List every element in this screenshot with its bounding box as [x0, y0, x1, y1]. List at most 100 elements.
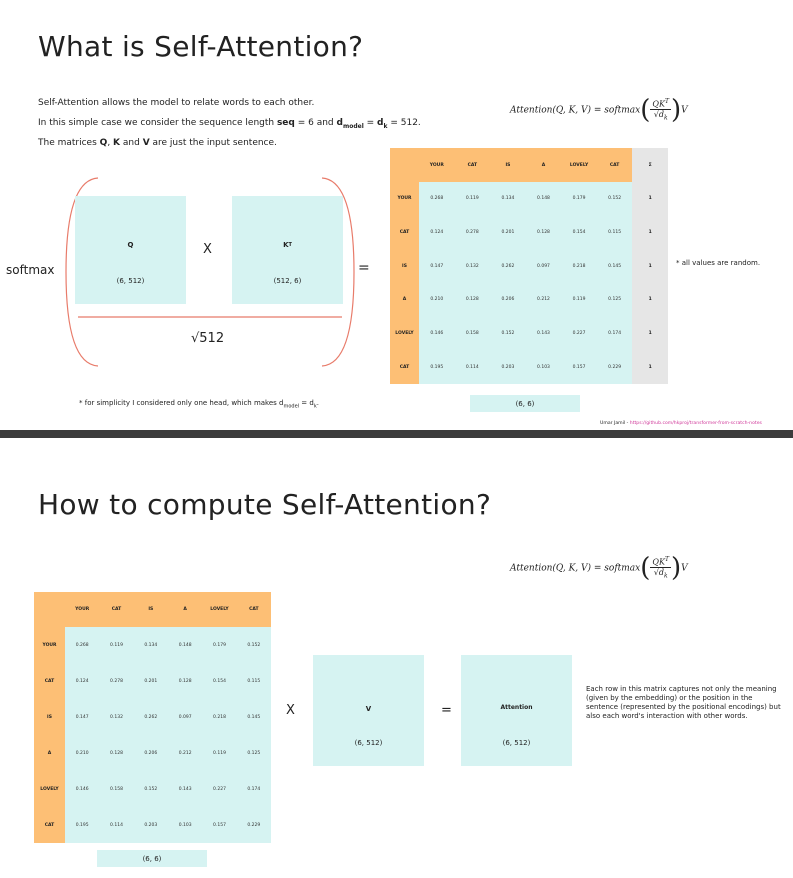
matrix2-col-header: A [168, 592, 203, 627]
formula2-num: QK [652, 558, 665, 568]
matrix2-cell: 0.114 [99, 807, 134, 843]
matrix1-row-sum: 1 [632, 249, 668, 283]
matrix2-cell: 0.154 [202, 663, 237, 699]
credit-link[interactable]: https://github.com/hkproj/transformer-fr… [629, 421, 762, 426]
matrix2-cell: 0.119 [202, 735, 237, 771]
matrix2-cell: 0.218 [202, 699, 237, 735]
matrix1-cell: 0.147 [419, 249, 455, 283]
attention-output-box [461, 655, 572, 766]
matrix1-row-sum: 1 [632, 283, 668, 317]
matrix1-cell: 0.152 [596, 182, 633, 216]
matrix2-cell: 0.124 [65, 663, 100, 699]
matrix1-cell: 0.146 [419, 316, 455, 351]
simplicity-note: * for simplicity I considered only one h… [79, 399, 319, 409]
matrix1-row-sum: 1 [632, 215, 668, 250]
credit-line: Umar Jamil - https://github.com/hkproj/t… [600, 421, 762, 426]
matrix2-col-header: YOUR [65, 592, 100, 627]
formula1-num-sup: T [664, 98, 669, 106]
matrix2-row-header: YOUR [34, 627, 65, 663]
desc2-post: = 512. [387, 118, 421, 128]
matrix1-col-header: LOVELY [561, 148, 597, 182]
matrix1-cell: 0.103 [525, 350, 562, 384]
matrix1-cell: 0.218 [561, 249, 597, 283]
matrix1-cell: 0.125 [596, 283, 633, 317]
matrix2-cell: 0.148 [168, 627, 203, 663]
matrix2-cell: 0.147 [65, 699, 100, 735]
formula1-den: √d [653, 110, 664, 120]
matrix1-cell: 0.115 [596, 215, 633, 250]
matrix1-row-header: A [390, 283, 419, 317]
matrix1-cell: 0.212 [525, 283, 562, 317]
desc3-post: are just the input sentence. [149, 138, 277, 148]
slide1-description-line1: Self-Attention allows the model to relat… [38, 98, 315, 108]
matrix1-cell: 0.128 [454, 283, 491, 317]
matrix1-cell: 0.132 [454, 249, 491, 283]
kt-matrix-dims: (512, 6) [273, 277, 302, 285]
matrix2-dims-box [97, 850, 207, 867]
desc3-q: Q [99, 138, 108, 148]
matrix1-cell: 0.203 [490, 350, 526, 384]
matrix1-cell: 0.201 [490, 215, 526, 250]
matrix1-row-header: YOUR [390, 182, 419, 216]
formula2-num-sup: T [664, 556, 669, 564]
matrix1-row-sum: 1 [632, 182, 668, 216]
matrix1-cell: 0.157 [561, 350, 597, 384]
matrix2-cell: 0.212 [168, 735, 203, 771]
matrix2-cell: 0.179 [202, 627, 237, 663]
matrix2-cell: 0.103 [168, 807, 203, 843]
matrix1-dims: (6, 6) [515, 399, 535, 408]
desc2-dk-sub: k [383, 122, 388, 130]
matrix1-cell: 0.119 [454, 182, 491, 216]
formula1-lhs: Attention(Q, K, V) = softmax [510, 105, 641, 116]
matrix2-col-header: IS [133, 592, 168, 627]
sqrt-512-label: √512 [191, 331, 225, 346]
q-matrix-dims: (6, 512) [116, 277, 145, 285]
matrix2-cell: 0.145 [236, 699, 271, 735]
matrix2-cell: 0.203 [133, 807, 168, 843]
matrix1-row-sum: 1 [632, 316, 668, 351]
matrix2-cell: 0.227 [202, 771, 237, 807]
matrix1-cell: 0.158 [454, 316, 491, 351]
matrix1-cell: 0.145 [596, 249, 633, 283]
matrix1-row-header: CAT [390, 350, 419, 384]
matrix1-cell: 0.210 [419, 283, 455, 317]
formula2-den-sub: k [663, 572, 668, 580]
matrix2-cell: 0.152 [133, 771, 168, 807]
matrix1-cell: 0.278 [454, 215, 491, 250]
simplicity-post: . [316, 399, 319, 407]
matrix1-cell: 0.262 [490, 249, 526, 283]
desc2-dk: d [377, 118, 384, 128]
matrix1-cell: 0.268 [419, 182, 455, 216]
attention-explanation: Each row in this matrix captures not onl… [586, 685, 781, 721]
matrix1-corner [390, 148, 419, 182]
q-matrix-box [75, 196, 186, 304]
matrix2-row-header: A [34, 735, 65, 771]
desc3-c1: , [107, 138, 114, 148]
matrix2-cell: 0.097 [168, 699, 203, 735]
matrix1-col-header: CAT [596, 148, 633, 182]
formula2-lhs: Attention(Q, K, V) = softmax [510, 563, 641, 574]
desc3-pre: The matrices [38, 138, 100, 148]
matrix1-cell: 0.206 [490, 283, 526, 317]
matrix2-cell: 0.132 [99, 699, 134, 735]
kt-label-sup: T [288, 242, 292, 248]
matrix1-row-sum: 1 [632, 350, 668, 384]
matrix1-row-header: IS [390, 249, 419, 283]
attention-output-dims: (6, 512) [502, 739, 531, 747]
slide1-description-line3: The matrices Q, K and V are just the inp… [38, 138, 277, 148]
simplicity-sub2: k [313, 403, 317, 410]
matrix2-cell: 0.152 [236, 627, 271, 663]
desc2-dmodel-sub: model [342, 122, 364, 130]
matrix2-cell: 0.158 [99, 771, 134, 807]
equals-sign-1: = [358, 260, 370, 276]
matrix1-col-header: A [525, 148, 562, 182]
matrix2-cell: 0.262 [133, 699, 168, 735]
matrix2-cell: 0.128 [99, 735, 134, 771]
formula1-rhs: V [681, 105, 688, 116]
matrix1-cell: 0.229 [596, 350, 633, 384]
matrix2-col-header: CAT [99, 592, 134, 627]
simplicity-pre: * for simplicity I considered only one h… [79, 399, 284, 407]
